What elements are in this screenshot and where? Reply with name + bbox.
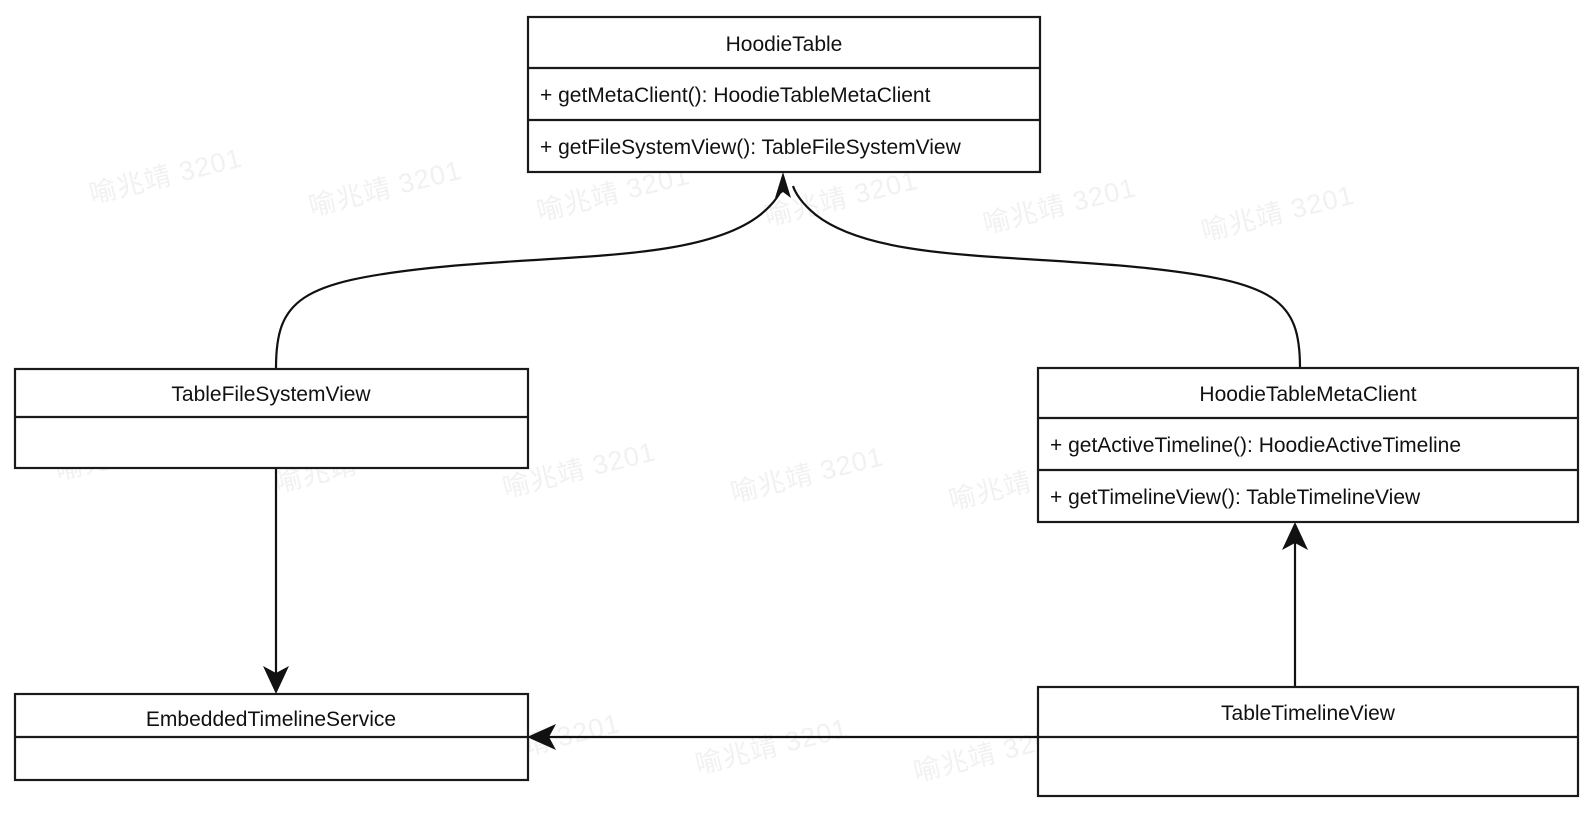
watermark-text: 喻兆靖 3201: [86, 143, 245, 210]
edge-hoodietablemetaclient-to-hoodietable: [791, 185, 1302, 369]
class-member: + getActiveTimeline(): HoodieActiveTimel…: [1050, 434, 1461, 457]
class-member: + getTimelineView(): TableTimelineView: [1050, 486, 1421, 509]
watermark-text: 喻兆靖 3201: [762, 165, 921, 232]
watermark-text: 喻兆靖 3201: [692, 713, 851, 780]
watermark-text: 喻兆靖 3201: [980, 172, 1139, 239]
class-name-tablefilesystemview: TableFileSystemView: [171, 383, 371, 406]
class-box-hoodietable[interactable]: HoodieTable + getMetaClient(): HoodieTab…: [526, 15, 1042, 174]
relationship-layer: HoodieTable (curved S) --> HoodieTable (…: [263, 172, 1308, 750]
edge-tablefilesystemview-to-hoodietable: [274, 172, 791, 369]
arrowhead-icon: [527, 724, 556, 750]
class-box-tablefilesystemview[interactable]: TableFileSystemView: [13, 367, 530, 470]
arrowhead-icon: [775, 172, 791, 198]
watermark-text: 喻兆靖 3201: [1198, 180, 1357, 247]
arrowhead-icon: [1282, 522, 1308, 550]
class-name-tabletimelineview: TableTimelineView: [1221, 702, 1396, 725]
class-name-hoodietable: HoodieTable: [726, 33, 843, 56]
class-box-outline: [526, 15, 1042, 174]
class-member: + getMetaClient(): HoodieTableMetaClient: [540, 84, 931, 107]
edge-tabletimelineview-to-embeddedtimelineservice: [527, 724, 1038, 750]
arrowhead-icon: [263, 666, 289, 694]
class-box-outline: [1036, 685, 1580, 798]
class-name-hoodietablemetaclient: HoodieTableMetaClient: [1199, 383, 1416, 406]
class-box-embeddedtimelineservice[interactable]: EmbeddedTimelineService: [13, 692, 530, 782]
class-box-outline: [1036, 366, 1580, 524]
class-box-outline: [13, 367, 530, 470]
class-member: + getFileSystemView(): TableFileSystemVi…: [540, 136, 962, 159]
watermark-text: 喻兆靖 3201: [728, 441, 887, 508]
edge-tabletimelineview-to-hoodietablemetaclient: [1282, 522, 1308, 687]
edge-tablefilesystemview-to-embeddedtimelineservice: [263, 468, 289, 694]
class-box-tabletimelineview[interactable]: TableTimelineView: [1036, 685, 1580, 798]
class-box-hoodietablemetaclient[interactable]: HoodieTableMetaClient + getActiveTimelin…: [1036, 366, 1580, 524]
watermark-text: 喻兆靖 3201: [306, 155, 465, 222]
class-name-embeddedtimelineservice: EmbeddedTimelineService: [146, 708, 396, 731]
